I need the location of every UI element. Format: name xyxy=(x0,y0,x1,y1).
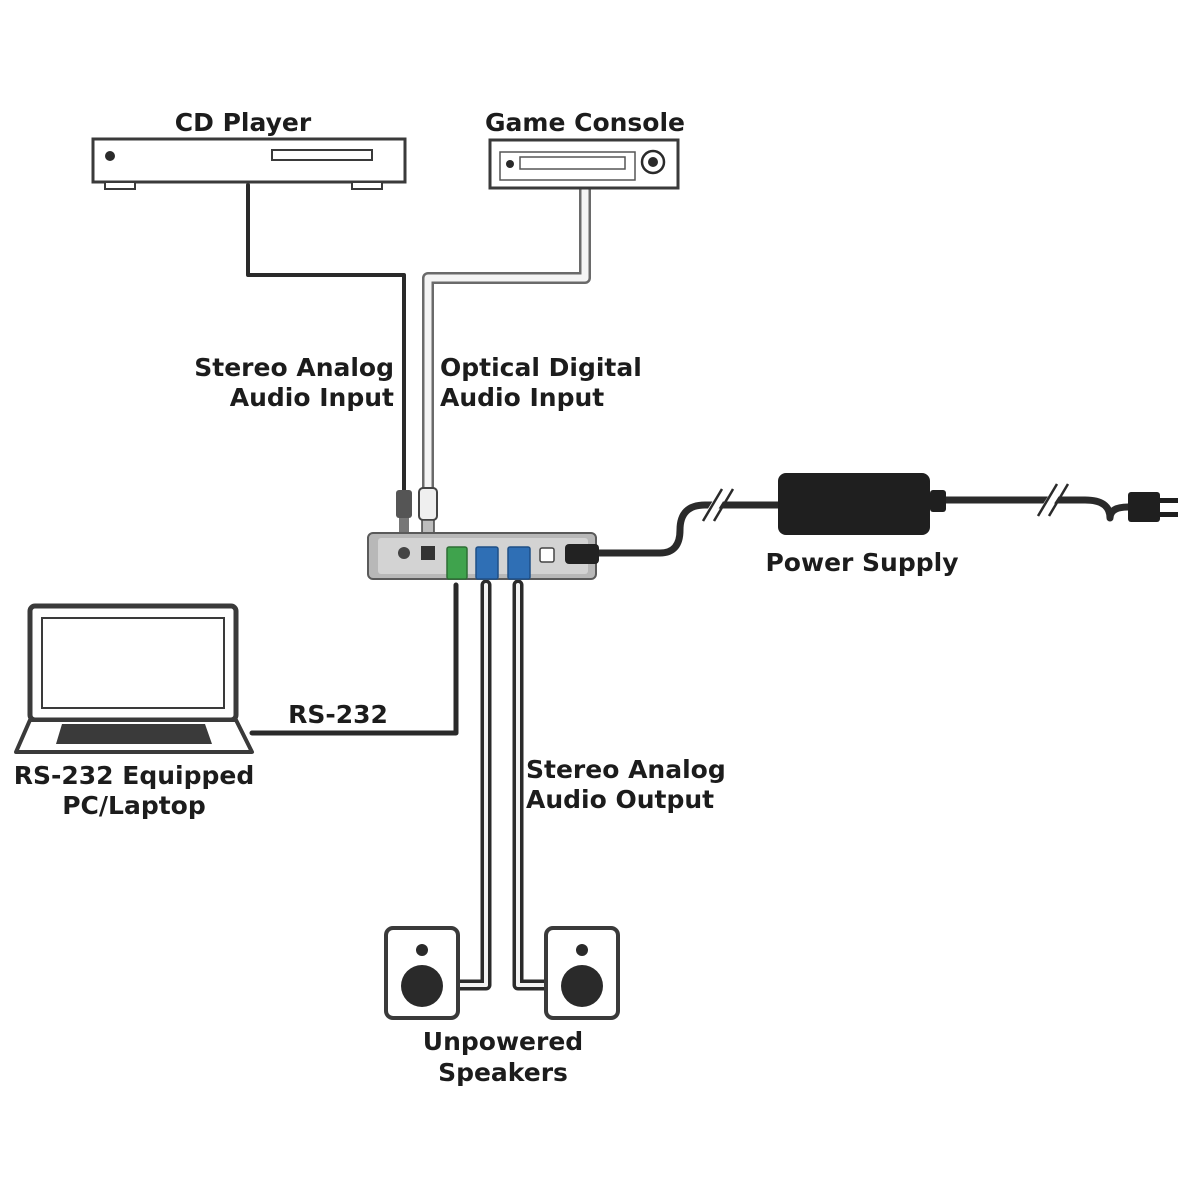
woofer-icon xyxy=(401,965,443,1007)
svg-text:Speakers: Speakers xyxy=(438,1058,568,1087)
cable-power-ac xyxy=(924,496,1132,522)
ac-plug-icon xyxy=(1128,492,1178,522)
tweeter-icon xyxy=(576,944,588,956)
cable-power-dc xyxy=(592,501,786,557)
power-supply-brick xyxy=(778,473,946,535)
cd-player-label: CD Player xyxy=(175,108,312,137)
cable-speaker-left xyxy=(454,579,492,991)
cable-rs232 xyxy=(249,582,459,736)
cable-stereo-analog-input xyxy=(246,183,406,497)
svg-text:Audio Output: Audio Output xyxy=(526,785,714,814)
rs232-port-icon xyxy=(446,546,468,580)
svg-text:Audio Input: Audio Input xyxy=(230,383,394,412)
game-console-label: Game Console xyxy=(485,108,685,137)
power-button-icon xyxy=(105,151,115,161)
laptop xyxy=(14,603,254,754)
speakers-label: Unpowered xyxy=(423,1027,583,1056)
speaker-right xyxy=(544,926,620,1020)
power-port-icon xyxy=(539,547,555,563)
dc-power-plug xyxy=(565,544,599,564)
stereo-input-plug xyxy=(396,490,412,536)
optical-input-label: Optical Digital xyxy=(440,353,642,382)
svg-text:Audio Input: Audio Input xyxy=(440,383,604,412)
pc-laptop-label: RS-232 Equipped xyxy=(14,761,255,790)
speaker-left xyxy=(384,926,460,1020)
woofer-icon xyxy=(561,965,603,1007)
disc-slot-icon xyxy=(519,156,626,170)
tweeter-icon xyxy=(416,944,428,956)
svg-text:PC/Laptop: PC/Laptop xyxy=(62,791,206,820)
disc-tray-icon xyxy=(271,149,373,161)
optical-input-plug xyxy=(418,487,438,537)
speaker-port-left-icon xyxy=(475,546,499,580)
stereo-input-jack-icon xyxy=(398,547,410,559)
keyboard-icon xyxy=(56,724,212,744)
stereo-input-label: Stereo Analog xyxy=(194,353,394,382)
stereo-output-label: Stereo Analog xyxy=(526,755,726,784)
audio-amplifier-device xyxy=(367,532,597,580)
rs232-label: RS-232 xyxy=(288,700,388,729)
game-console xyxy=(488,138,680,190)
speaker-port-right-icon xyxy=(507,546,531,580)
optical-input-jack-icon xyxy=(421,546,435,560)
cable-optical-digital-input xyxy=(422,184,591,501)
power-supply-label: Power Supply xyxy=(765,548,958,577)
cd-player xyxy=(91,137,407,190)
